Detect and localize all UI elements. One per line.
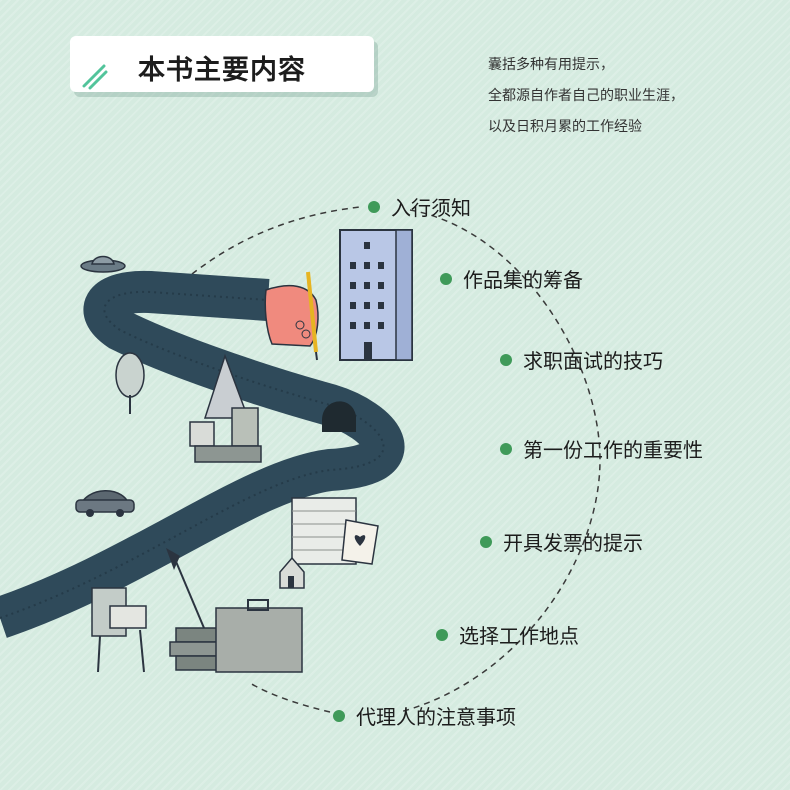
topic-label: 入行须知 bbox=[391, 196, 471, 220]
bullet-dot bbox=[500, 353, 512, 366]
tree-icon bbox=[115, 352, 145, 414]
arm-path bbox=[0, 270, 405, 638]
ufo-icon bbox=[80, 255, 126, 273]
bullet-dot bbox=[440, 272, 452, 285]
heart-icon bbox=[341, 519, 379, 565]
car-icon bbox=[75, 490, 135, 517]
arrow-icon bbox=[166, 548, 205, 629]
shadow-creature bbox=[322, 401, 356, 432]
decorative-stripes-icon bbox=[82, 64, 108, 90]
topic-item-1: 入行须知 bbox=[368, 192, 471, 221]
bullet-dot bbox=[480, 535, 492, 548]
suitcase-icon bbox=[215, 599, 303, 673]
page-title: 本书主要内容 bbox=[138, 55, 306, 86]
intro-line: 全都源自作者自己的职业生涯， bbox=[488, 88, 684, 104]
pencil-icon bbox=[306, 271, 318, 361]
topic-label: 作品集的筹备 bbox=[463, 268, 583, 292]
topic-item-5: 开具发票的提示 bbox=[480, 527, 643, 556]
intro-line: 以及日积月累的工作经验 bbox=[488, 119, 642, 135]
bullet-dot bbox=[333, 709, 345, 722]
office-building bbox=[339, 229, 413, 361]
intro-text: 囊括多种有用提示， 全都源自作者自己的职业生涯， 以及日积月累的工作经验 bbox=[488, 50, 684, 143]
topic-item-7: 代理人的注意事项 bbox=[333, 701, 516, 730]
topic-label: 开具发票的提示 bbox=[503, 531, 643, 555]
title-box: 本书主要内容 bbox=[70, 36, 374, 92]
bullet-dot bbox=[436, 628, 448, 641]
hand bbox=[264, 284, 319, 347]
topic-item-6: 选择工作地点 bbox=[436, 620, 579, 649]
chair-icon bbox=[91, 587, 147, 673]
desk-objects bbox=[189, 353, 262, 463]
intro-line: 囊括多种有用提示， bbox=[488, 57, 614, 73]
bullet-dot bbox=[368, 200, 380, 213]
topic-item-4: 第一份工作的重要性 bbox=[500, 434, 703, 463]
topic-item-3: 求职面试的技巧 bbox=[500, 345, 663, 374]
topic-label: 选择工作地点 bbox=[459, 624, 579, 648]
bullet-dot bbox=[500, 442, 512, 455]
topic-label: 求职面试的技巧 bbox=[523, 349, 663, 373]
topic-item-2: 作品集的筹备 bbox=[440, 264, 583, 293]
topic-label: 第一份工作的重要性 bbox=[523, 438, 703, 462]
house-icon bbox=[279, 556, 305, 589]
topic-label: 代理人的注意事项 bbox=[356, 705, 516, 729]
